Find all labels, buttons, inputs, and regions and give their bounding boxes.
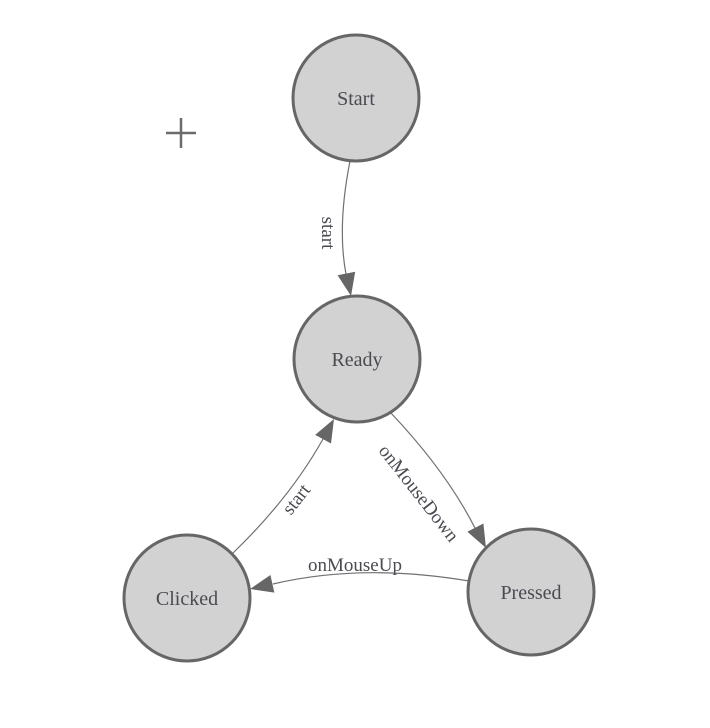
state-circle-pressed[interactable] bbox=[466, 527, 596, 657]
edge-line-start-to-ready[interactable] bbox=[341, 160, 351, 275]
plus-crosshair-icon bbox=[166, 118, 196, 148]
state-label-ready: Ready bbox=[331, 349, 382, 371]
state-node-start[interactable]: Start bbox=[291, 33, 421, 163]
edge-ready-to-pressed[interactable]: onMouseDown bbox=[374, 411, 486, 548]
state-label-pressed: Pressed bbox=[500, 582, 561, 604]
state-circle-ready[interactable] bbox=[292, 294, 422, 424]
edge-label-ready-to-pressed: onMouseDown bbox=[374, 441, 463, 547]
arrowhead-clicked-to-ready bbox=[315, 419, 334, 444]
state-label-start: Start bbox=[337, 88, 375, 110]
state-label-clicked: Clicked bbox=[156, 588, 218, 610]
arrowhead-start-to-ready bbox=[337, 271, 356, 296]
edge-start-to-ready[interactable]: start bbox=[317, 160, 356, 296]
edge-label-pressed-to-clicked: onMouseUp bbox=[308, 555, 402, 576]
state-circle-clicked[interactable] bbox=[122, 533, 252, 663]
edge-label-clicked-to-ready: start bbox=[278, 480, 315, 519]
state-node-pressed[interactable]: Pressed bbox=[466, 527, 596, 657]
edge-pressed-to-clicked[interactable]: onMouseUp bbox=[250, 555, 470, 593]
state-node-ready[interactable]: Ready bbox=[292, 294, 422, 424]
edge-line-clicked-to-ready[interactable] bbox=[232, 438, 324, 554]
edge-clicked-to-ready[interactable]: start bbox=[232, 419, 334, 554]
arrowhead-pressed-to-clicked bbox=[250, 575, 275, 593]
edge-line-ready-to-pressed[interactable] bbox=[389, 411, 476, 529]
state-circle-start[interactable] bbox=[291, 33, 421, 163]
edge-line-pressed-to-clicked[interactable] bbox=[272, 572, 470, 585]
arrowhead-ready-to-pressed bbox=[467, 523, 486, 548]
edge-label-start-to-ready: start bbox=[317, 217, 338, 250]
state-node-clicked[interactable]: Clicked bbox=[122, 533, 252, 663]
